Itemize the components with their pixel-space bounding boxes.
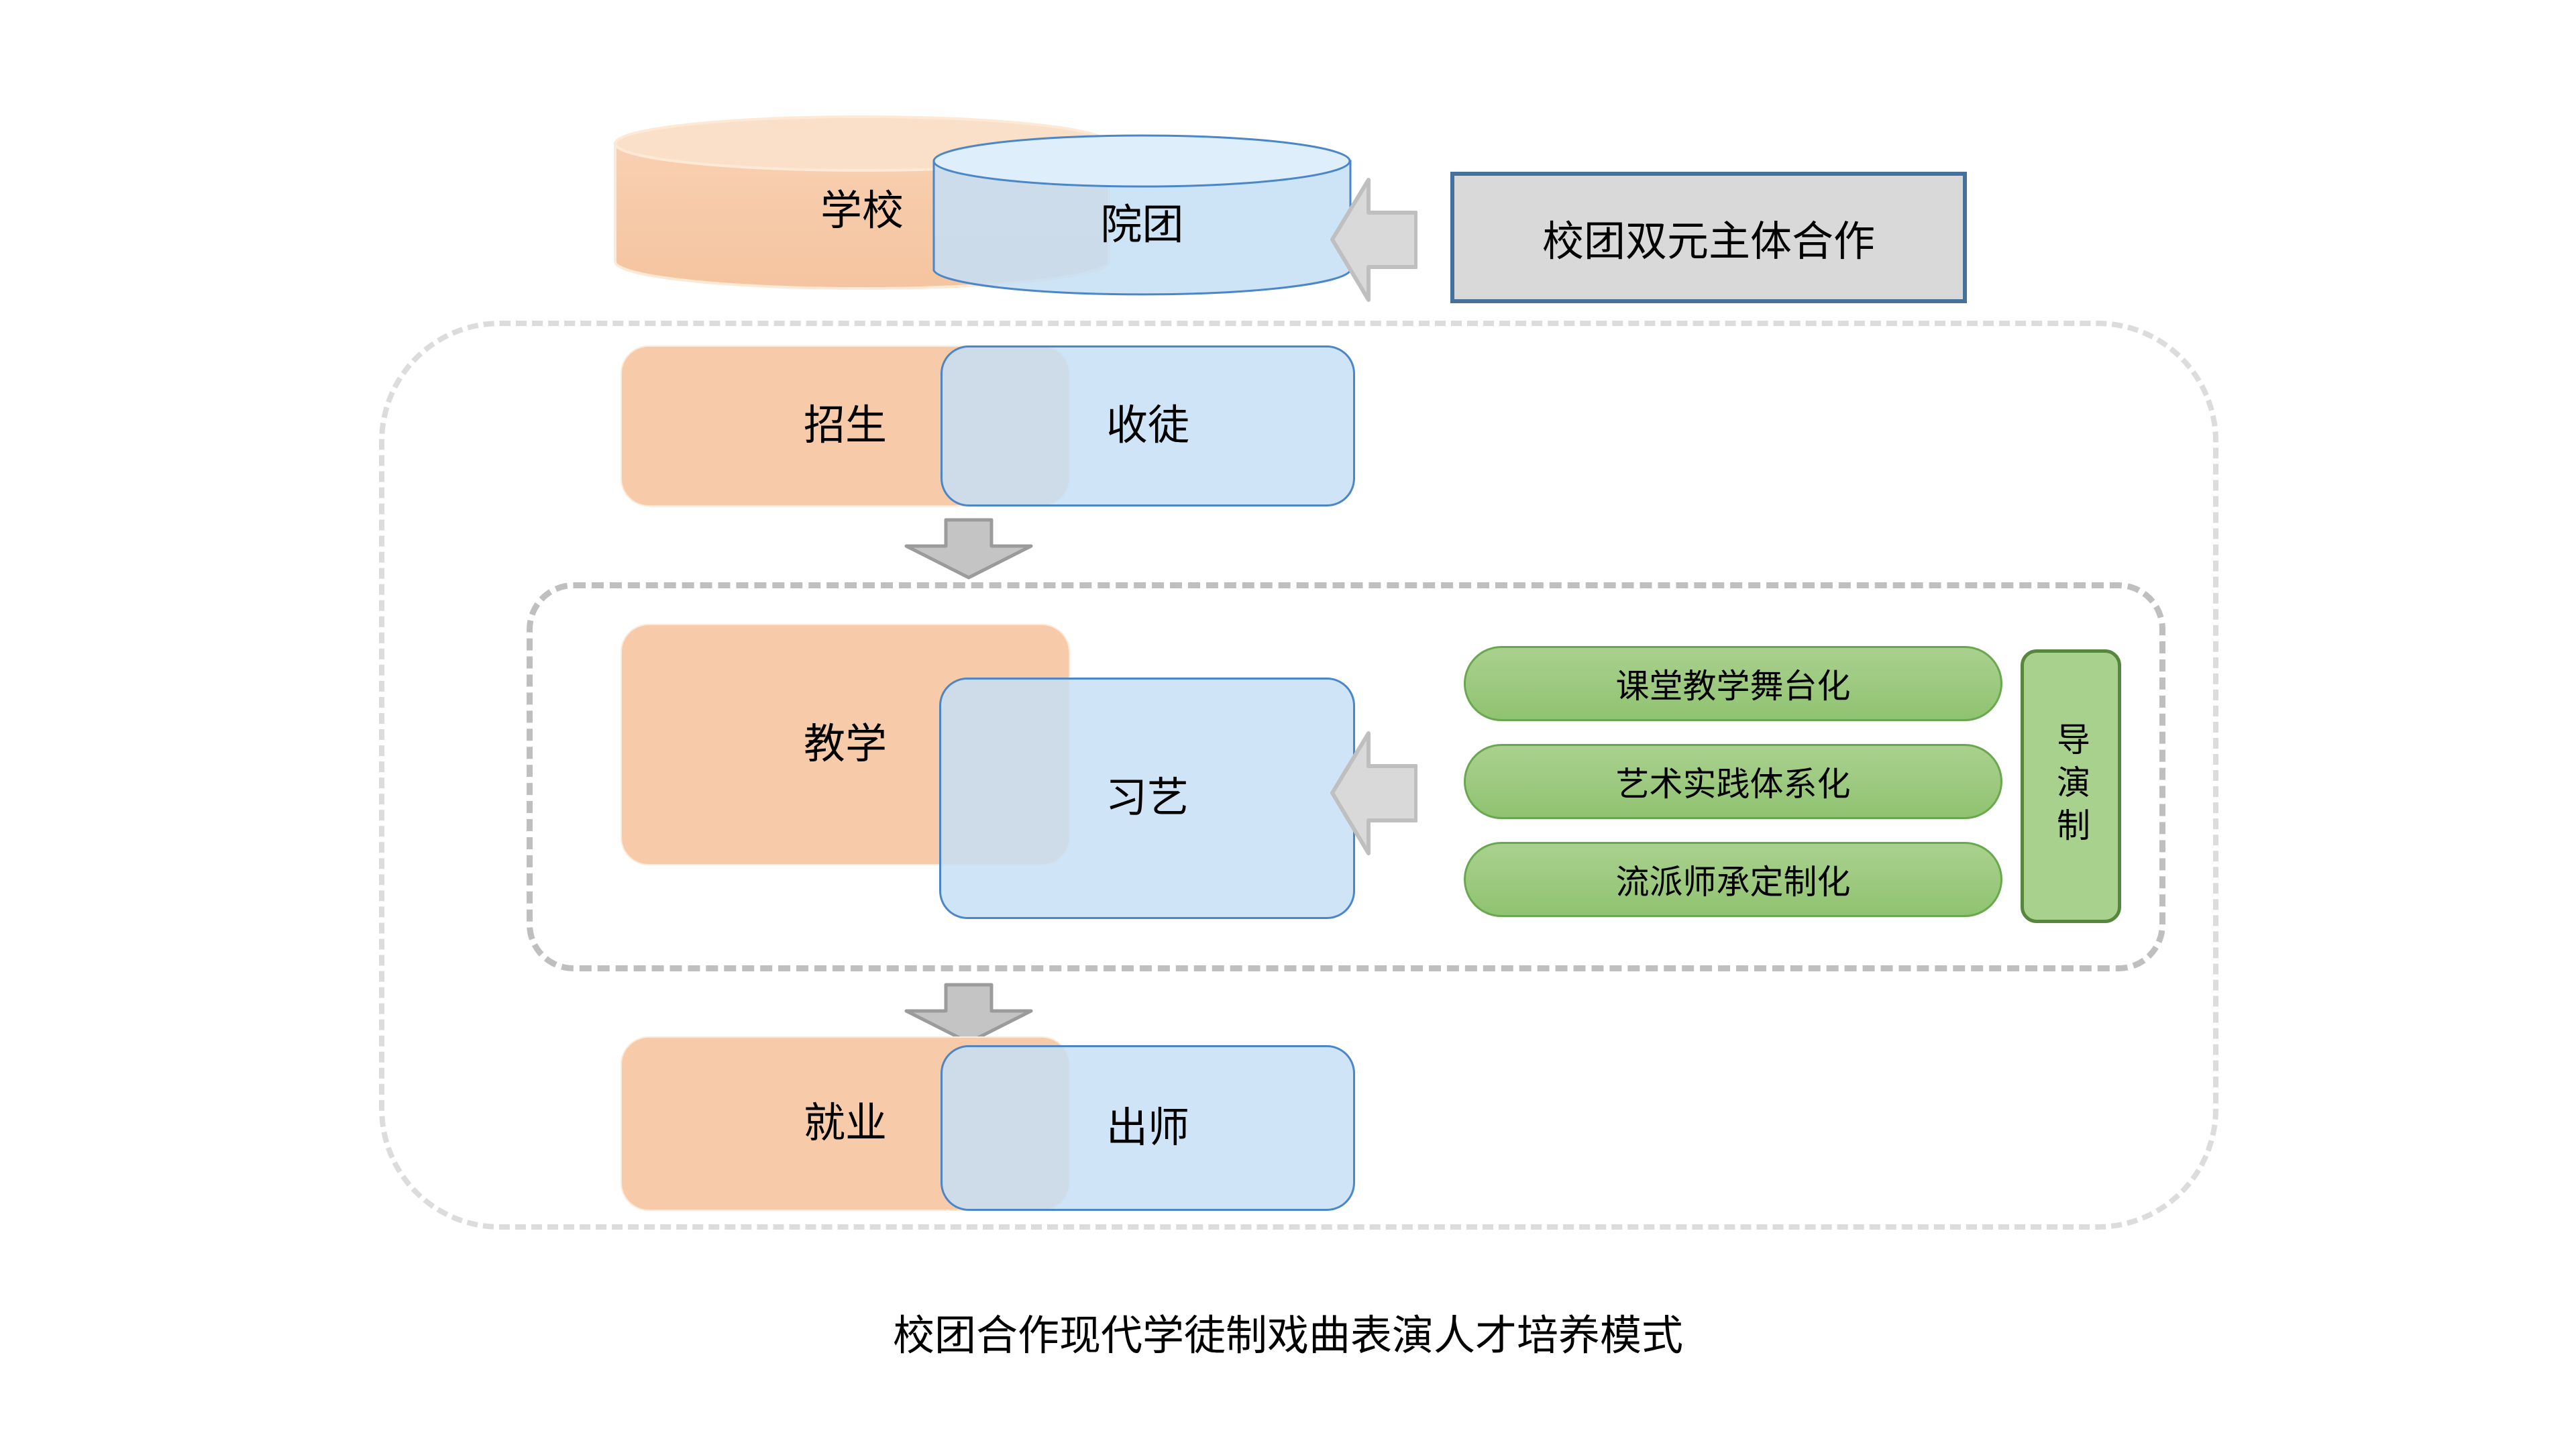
pill-school-lineage-custom[interactable]: 流派师承定制化 xyxy=(1464,842,2002,917)
down-arrow-icon-flow-2 xyxy=(904,983,1033,1044)
pill-art-practice-system[interactable]: 艺术实践体系化 xyxy=(1464,744,2002,819)
row-box-blue-apprentice[interactable]: 收徒 xyxy=(941,345,1355,506)
callout-cooperation[interactable]: 校团双元主体合作 xyxy=(1450,172,1967,303)
row-label-graduation: 出师 xyxy=(1106,1104,1189,1151)
pill-classroom-staging[interactable]: 课堂教学舞台化 xyxy=(1464,646,2002,721)
row-label-apprentice: 收徒 xyxy=(1106,402,1189,449)
left-arrow-icon-cooperation xyxy=(1330,178,1417,302)
row-label-teaching: 教学 xyxy=(803,721,887,767)
vertical-box-label: 导演制 xyxy=(2052,722,2090,851)
inner-dashed-container xyxy=(527,582,2165,971)
row-box-blue-graduation[interactable]: 出师 xyxy=(941,1045,1355,1211)
pill-label-2: 流派师承定制化 xyxy=(1615,863,1851,901)
outer-dashed-container xyxy=(379,321,2218,1230)
left-arrow-icon-pills xyxy=(1330,731,1417,855)
pill-label-1: 艺术实践体系化 xyxy=(1615,765,1851,803)
cylinder-troupe[interactable]: 院团 xyxy=(932,134,1352,299)
row-label-employment: 就业 xyxy=(803,1100,887,1146)
vertical-box-director-system[interactable]: 导演制 xyxy=(2021,649,2121,923)
diagram-caption: 校团合作现代学徒制戏曲表演人才培养模式 xyxy=(892,1313,1683,1359)
row-label-practice: 习艺 xyxy=(1105,775,1189,821)
row-label-recruit: 招生 xyxy=(803,402,887,449)
row-box-blue-practice[interactable]: 习艺 xyxy=(939,678,1355,919)
pill-label-0: 课堂教学舞台化 xyxy=(1615,667,1851,705)
callout-label: 校团双元主体合作 xyxy=(1542,219,1875,265)
cylinder-school-label: 学校 xyxy=(820,188,904,234)
down-arrow-icon-flow-1 xyxy=(904,518,1033,580)
cylinder-troupe-label: 院团 xyxy=(1100,202,1184,248)
